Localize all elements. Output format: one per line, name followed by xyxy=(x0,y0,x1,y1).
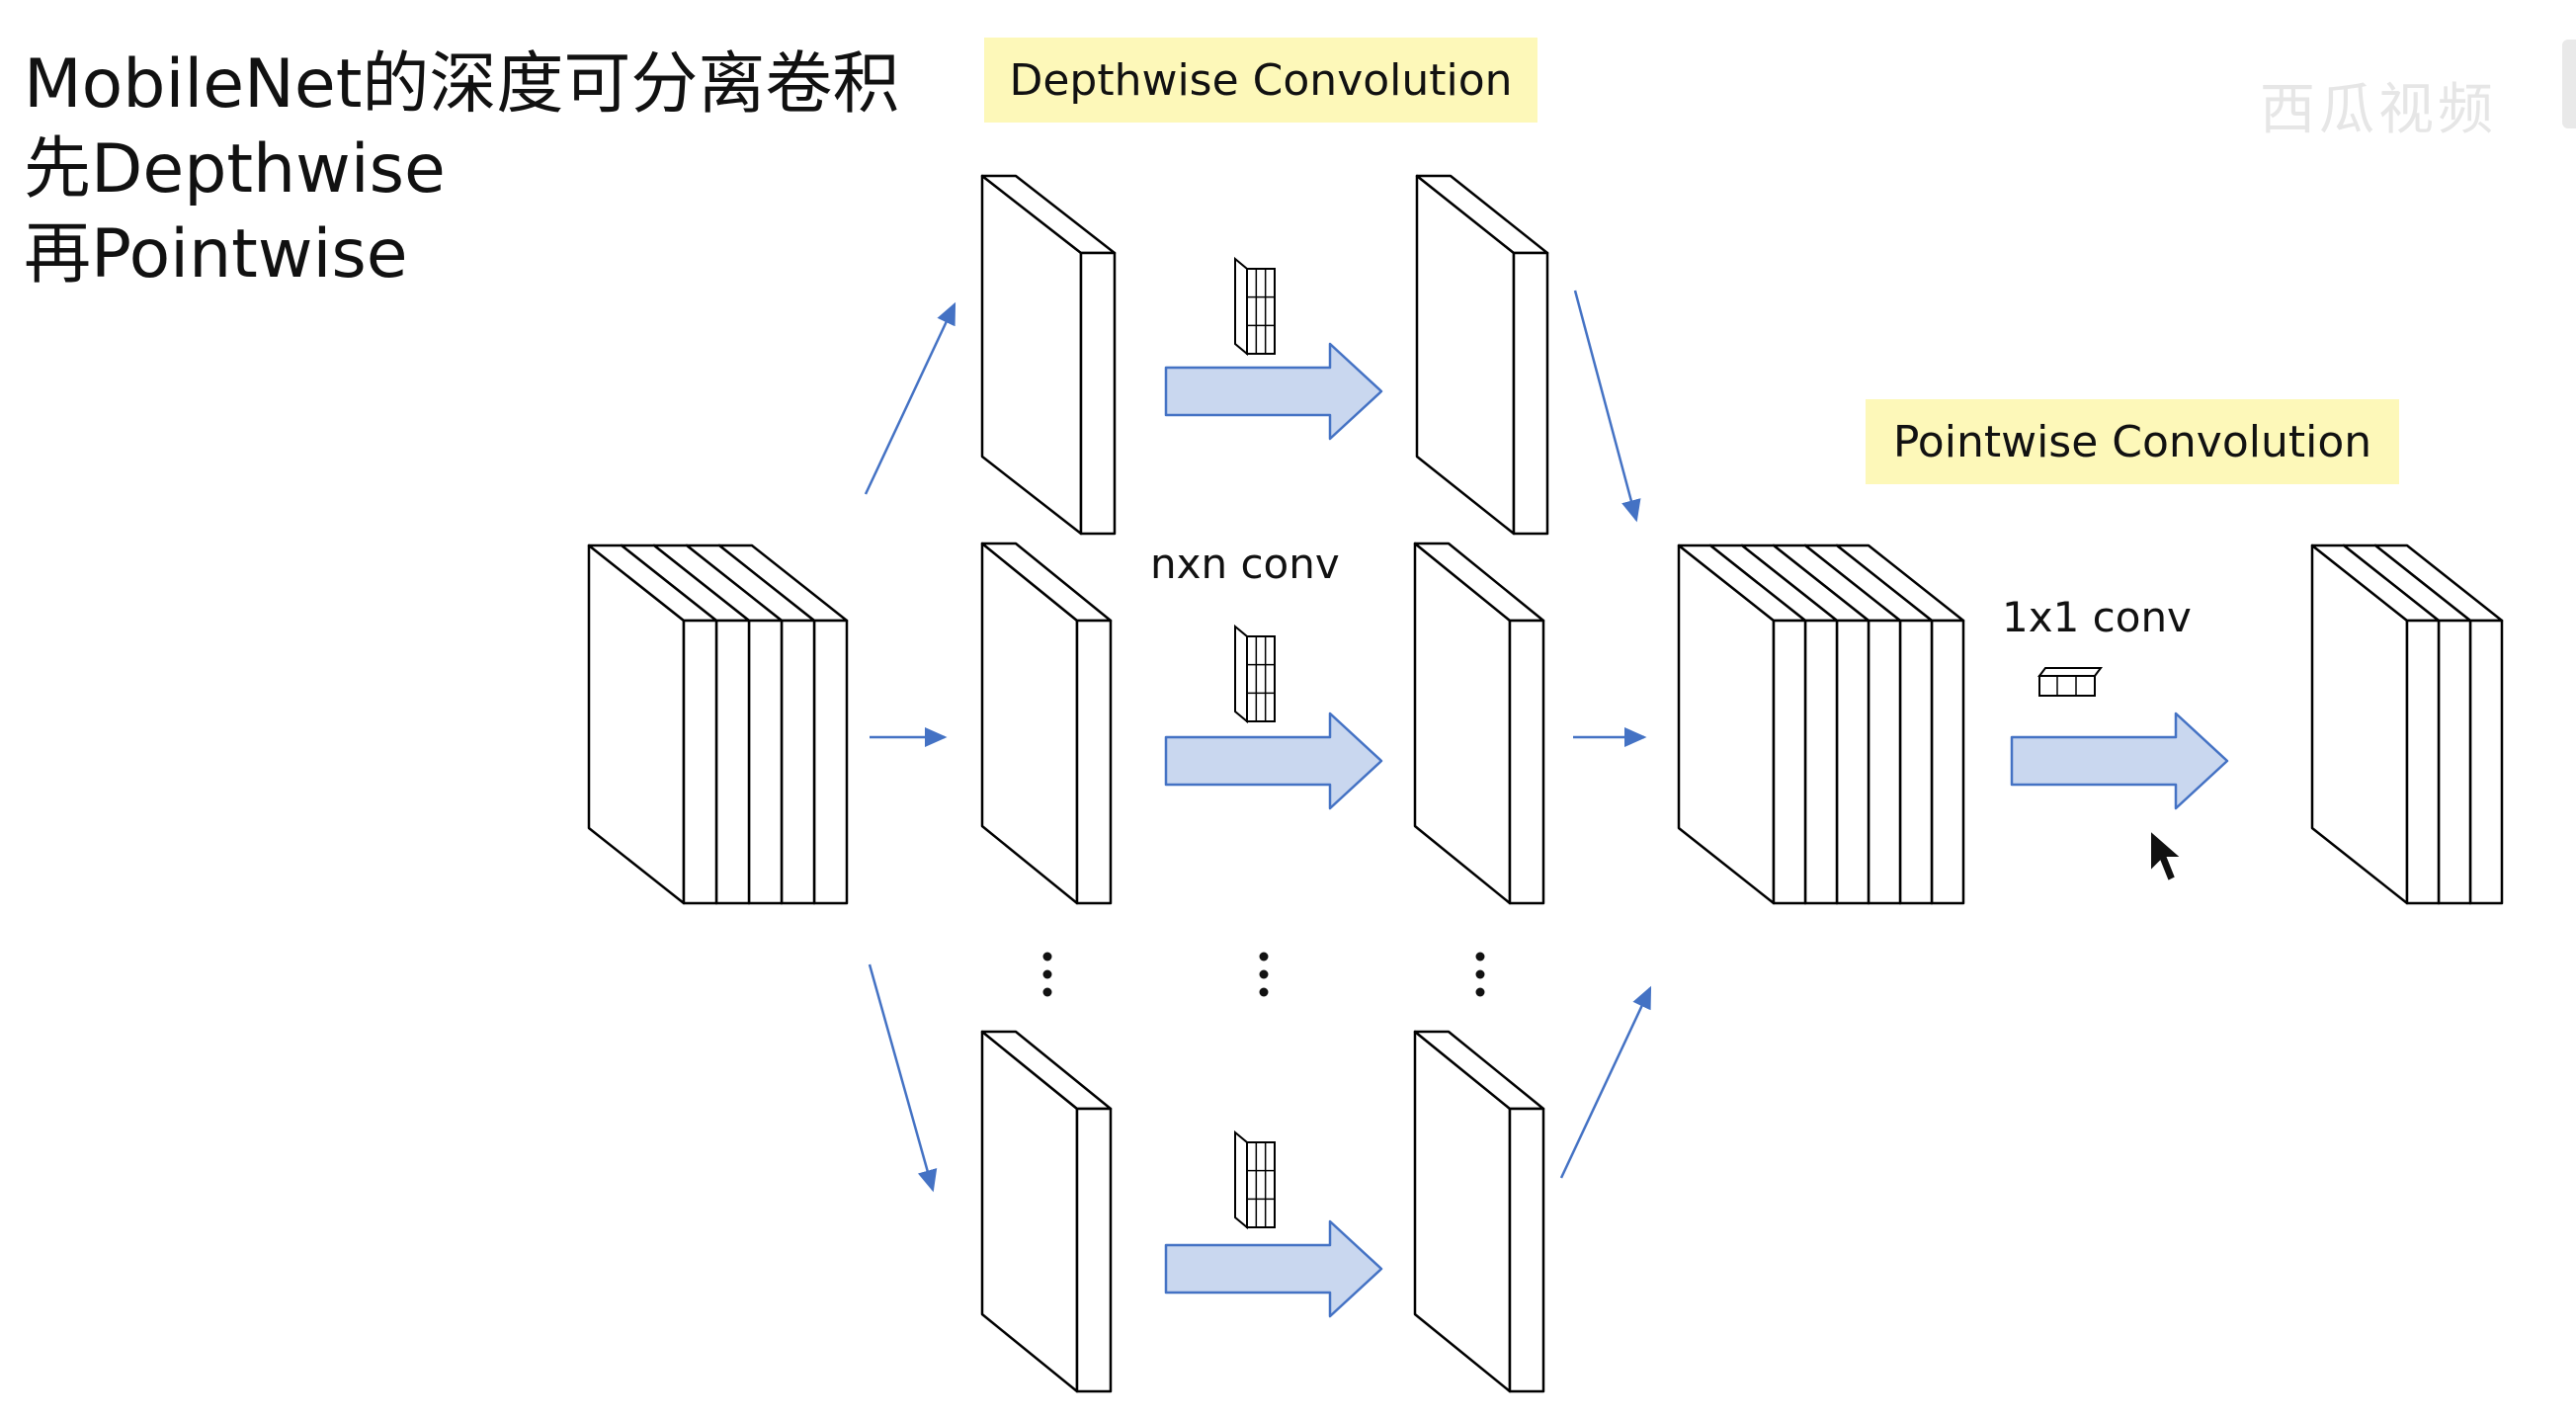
one-by-one-conv-label: 1x1 conv xyxy=(2002,593,2192,641)
depthwise-channel-top xyxy=(980,174,1117,536)
concat-feature-map xyxy=(1677,544,1965,905)
pointwise-label-text: Pointwise Convolution xyxy=(1892,416,2372,467)
pointwise-kernel-icon xyxy=(2037,667,2103,697)
pointwise-label: Pointwise Convolution xyxy=(1866,399,2399,484)
output-feature-map xyxy=(2310,544,2504,905)
slide-title-line-1: MobileNet的深度可分离卷积 xyxy=(24,45,900,124)
kernel-icon-top xyxy=(1234,256,1276,357)
slide-title-line-2: 先Depthwise xyxy=(24,130,446,209)
kernel-icon-bottom xyxy=(1234,1129,1276,1230)
arrow-merge-bottom xyxy=(1559,985,1652,1179)
block-arrow-pointwise xyxy=(2010,711,2229,810)
ellipsis-depthwise-output xyxy=(1475,952,1485,997)
arrow-split-bottom xyxy=(868,963,938,1193)
depthwise-output-middle xyxy=(1413,542,1545,905)
depthwise-output-bottom xyxy=(1413,1030,1545,1393)
depthwise-channel-middle xyxy=(980,542,1113,905)
ellipsis-depthwise-input xyxy=(1042,952,1052,997)
mouse-cursor-icon xyxy=(2149,827,2185,883)
depthwise-output-top xyxy=(1415,174,1549,536)
depthwise-label-text: Depthwise Convolution xyxy=(1009,54,1513,106)
block-arrow-depthwise-top xyxy=(1164,342,1383,441)
kernel-icon-middle xyxy=(1234,624,1276,724)
watermark-logo: 西瓜视频 xyxy=(2260,78,2497,142)
ellipsis-kernels xyxy=(1259,952,1269,997)
depthwise-channel-bottom xyxy=(980,1030,1113,1393)
slide-title-line-3: 再Pointwise xyxy=(24,215,408,293)
depthwise-label: Depthwise Convolution xyxy=(984,38,1537,123)
window-edge xyxy=(2562,40,2576,128)
block-arrow-depthwise-bottom xyxy=(1164,1219,1383,1318)
block-arrow-depthwise-middle xyxy=(1164,711,1383,810)
arrow-split-top xyxy=(864,301,956,495)
arrow-merge-top xyxy=(1573,290,1641,523)
nxn-conv-label: nxn conv xyxy=(1150,540,1340,588)
input-feature-map xyxy=(587,544,849,905)
